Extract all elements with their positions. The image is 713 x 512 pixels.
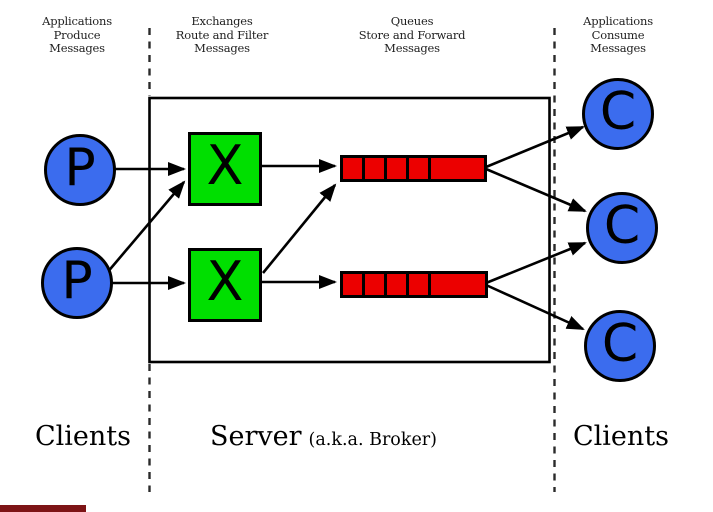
server-box [148,96,551,364]
producer-1-letter: P [64,138,96,198]
queue-segment [431,274,485,295]
queue-segment [387,158,409,179]
queue-segment [343,158,365,179]
consumer-node-3: C [584,310,656,382]
bottom-left-red-bar [0,505,86,512]
label-exchanges-route-filter: Exchanges Route and Filter Messages [175,14,269,55]
arrow-producer2-exchange1 [105,180,186,275]
label-server: Server (a.k.a. Broker) [210,421,437,452]
server-aka-broker-text: (a.k.a. Broker) [308,430,437,450]
consumer-node-1: C [582,78,654,150]
arrow-exchange2-queue1 [261,183,337,274]
arrow-queue1-consumer1 [485,125,585,169]
arrow-queue1-consumer2 [485,167,587,213]
queue-segment [365,158,387,179]
label-queues-store-forward: Queues Store and Forward Messages [358,14,466,55]
producer-node-1: P [44,134,116,206]
label-applications-produce: Applications Produce Messages [42,14,112,55]
label-clients-left: Clients [34,421,131,452]
label-clients-right: Clients [572,421,669,452]
queue-segment [365,274,387,295]
queue-segment [343,274,365,295]
queue-1 [340,155,487,182]
consumer-3-letter: C [601,314,639,374]
queue-segment [387,274,409,295]
arrow-queue2-consumer2 [485,241,587,285]
producer-2-letter: P [61,251,93,311]
label-applications-consume: Applications Consume Messages [583,14,653,55]
exchange-1-letter: X [206,134,244,197]
producer-node-2: P [41,247,113,319]
exchange-node-1: X [188,132,262,206]
queue-segment [431,158,484,179]
exchange-node-2: X [188,248,262,322]
arrow-queue2-consumer3 [485,283,585,331]
server-text: Server [210,421,302,452]
queue-2 [340,271,488,298]
consumer-node-2: C [586,192,658,264]
consumer-1-letter: C [599,82,637,142]
exchange-2-letter: X [206,250,244,313]
queue-segment [409,158,431,179]
consumer-2-letter: C [603,196,641,256]
queue-segment [409,274,431,295]
